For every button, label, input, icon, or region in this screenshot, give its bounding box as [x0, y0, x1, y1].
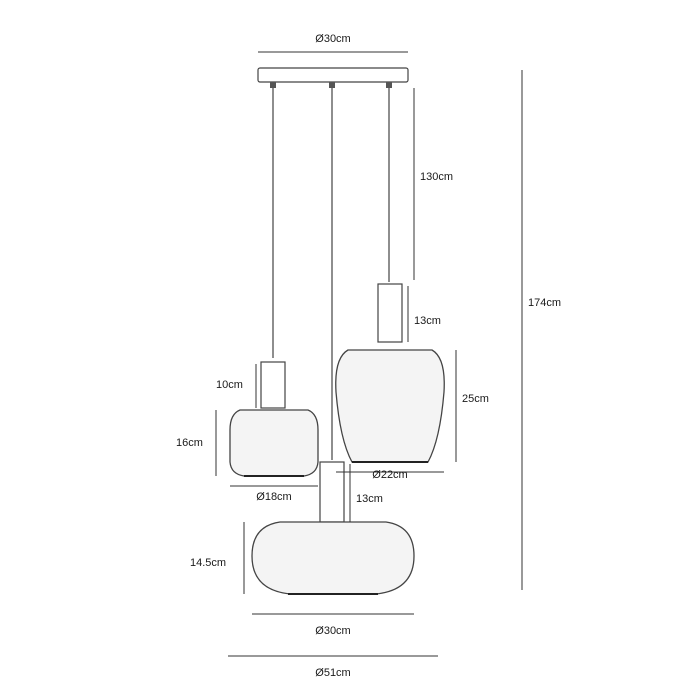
label-left-holder-height: 10cm	[216, 379, 243, 391]
right-lamp-holder	[377, 283, 403, 343]
label-right-shade-height: 25cm	[462, 393, 489, 405]
right-lamp-shade	[335, 349, 445, 463]
canopy-connector-right	[386, 82, 392, 88]
left-lamp-holder	[260, 361, 286, 409]
label-canopy-diameter: Ø30cm	[315, 33, 350, 45]
label-bottom-shade-height: 14.5cm	[190, 557, 226, 569]
label-cord-length: 130cm	[420, 171, 453, 183]
label-total-height: 174cm	[528, 297, 561, 309]
label-overall-diameter: Ø51cm	[315, 667, 350, 679]
canopy-connector-center	[329, 82, 335, 88]
canopy-connector-left	[270, 82, 276, 88]
bottom-lamp-holder	[319, 461, 345, 523]
label-left-shade-height: 16cm	[176, 437, 203, 449]
canopy-plate	[257, 67, 409, 83]
label-bottom-holder-height: 13cm	[356, 493, 383, 505]
left-lamp-shade	[229, 409, 319, 477]
label-right-shade-diameter: Ø22cm	[372, 469, 407, 481]
bottom-lamp-shade	[251, 521, 415, 595]
label-bottom-shade-diameter: Ø30cm	[315, 625, 350, 637]
label-right-holder-height: 13cm	[414, 315, 441, 327]
label-left-shade-diameter: Ø18cm	[256, 491, 291, 503]
